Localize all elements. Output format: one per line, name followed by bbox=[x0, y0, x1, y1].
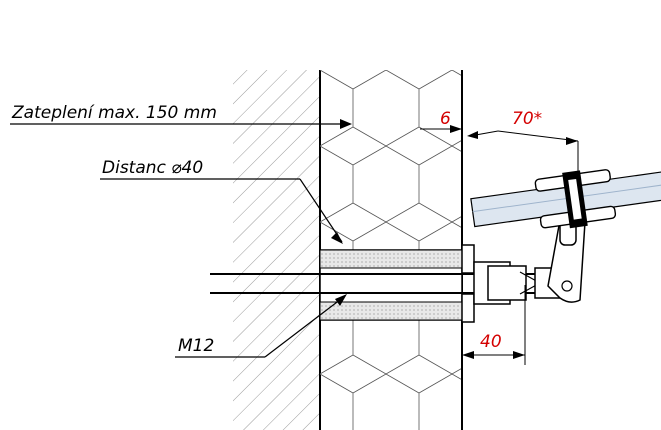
offset-top-dimension: 70* bbox=[512, 109, 542, 129]
bracket bbox=[534, 204, 586, 303]
insulation-label: Zateplení max. 150 mm bbox=[11, 103, 217, 123]
spacer-sleeve bbox=[319, 249, 463, 321]
glass-panel bbox=[470, 169, 661, 229]
spacer-label: Distanc ⌀40 bbox=[102, 158, 203, 178]
dimensions bbox=[420, 125, 579, 365]
leaders bbox=[10, 119, 352, 358]
offset-bottom-dimension: 40 bbox=[480, 332, 502, 352]
bolt-m12 bbox=[210, 244, 541, 323]
gap-dimension: 6 bbox=[440, 109, 451, 129]
bolt-label: M12 bbox=[178, 336, 214, 356]
